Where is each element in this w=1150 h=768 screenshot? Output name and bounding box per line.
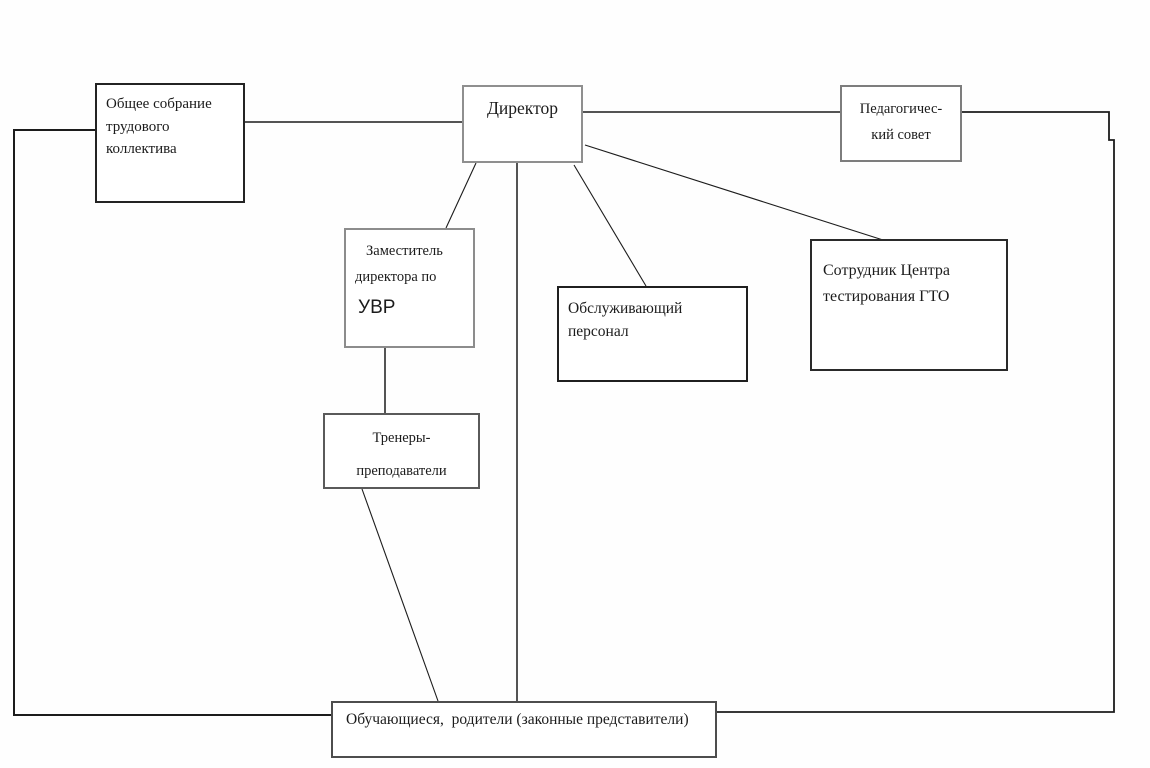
node-trenery-prepodavateli-label: преподаватели [356,463,447,479]
edge-director-to-gto [584,144,884,241]
node-obshchee-sobranie: Общее собрание трудового коллектива [95,83,245,203]
node-sotrudnik-centra-gto-label: Сотрудник Центра [823,262,950,279]
node-obshchee-sobranie-label: Общее собрание [106,96,212,112]
node-pedagogicheskiy-sovet: Педагогичес- кий совет [840,85,962,162]
edge-director-to-obsluzhivayushchiy [573,164,647,287]
node-zamestitel-direktora-label: Заместитель [366,243,443,259]
edge-pedsovet-to-obuchayushchiesya [717,111,1115,713]
node-trenery-prepodavateli-label: Тренеры- [372,430,431,446]
node-zamestitel-direktora: Заместитель директора по УВР [344,228,475,348]
node-sotrudnik-centra-gto-label: тестирования ГТО [823,288,950,305]
node-obshchee-sobranie-label: коллектива [106,141,177,157]
edge-trenery-to-obuchayushchiesya [361,488,439,702]
node-director-label: Директор [486,98,558,118]
node-obsluzhivayushchiy-personal-label: персонал [568,323,629,340]
node-obsluzhivayushchiy-personal: Обслуживающий персонал [557,286,748,382]
edge-director-to-zamestitel [445,162,477,229]
node-obshchee-sobranie-label: трудового [106,118,170,135]
node-sotrudnik-centra-gto: Сотрудник Центра тестирования ГТО [810,239,1008,371]
edge-obshchee-to-obuchayushchiesya [13,129,331,716]
node-pedagogicheskiy-sovet-label: Педагогичес- [859,101,943,117]
node-zamestitel-direktora-label: директора по [355,269,437,285]
node-obuchayushchiesya-roditeli: Обучающиеся, родители (законные представ… [331,701,717,758]
node-zamestitel-direktora-label-uvr: УВР [358,297,396,318]
node-trenery-prepodavateli: Тренеры- преподаватели [323,413,480,489]
node-obsluzhivayushchiy-personal-label: Обслуживающий [568,300,683,317]
node-pedagogicheskiy-sovet-label: кий совет [871,127,931,143]
node-obuchayushchiesya-roditeli-label: Обучающиеся, родители (законные представ… [346,711,689,728]
node-director: Директор [462,85,583,163]
